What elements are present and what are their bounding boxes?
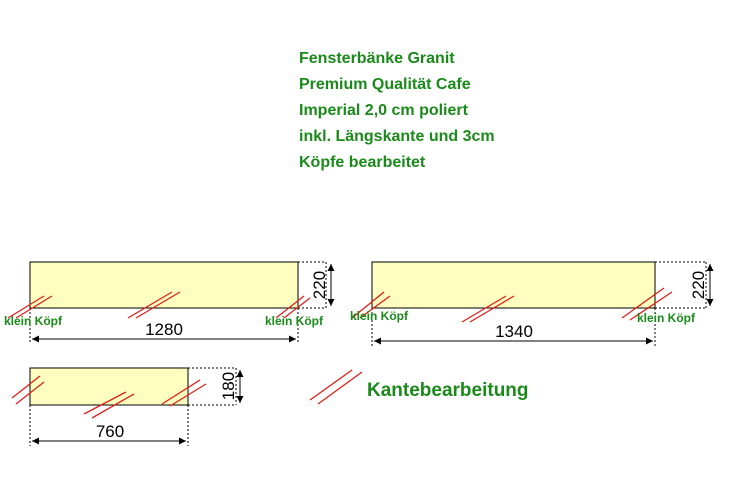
piece-1-left-label: klein Köpf [4,314,63,328]
piece-3-width-label: 180 [219,372,238,400]
piece-2-right-label: klein Köpf [637,311,696,325]
piece-2-width-label: 220 [689,271,708,299]
piece-3-length-label: 760 [96,422,124,441]
title-line-4: inkl. Längskante und 3cm [299,128,495,145]
piece-3: 180 760 [11,367,244,446]
piece-2-left-label: klein Köpf [350,309,409,323]
piece-1: 220 1280 klein Köpf klein Köpf [4,261,335,344]
piece-2-edge-marks [351,287,673,323]
title-block: Fensterbänke Granit Premium Qualität Caf… [299,46,495,176]
title-line-5: Köpfe bearbeitet [299,154,426,171]
legend: Kantebearbeitung [309,369,529,405]
piece-3-edge-marks [11,375,207,419]
title-line-3: Imperial 2,0 cm poliert [299,102,468,119]
piece-2-slab [371,261,656,309]
title-line-2: Premium Qualität Cafe [299,76,471,93]
piece-2-length-label: 1340 [495,322,533,341]
legend-label: Kantebearbeitung [367,380,529,401]
piece-1-length-label: 1280 [145,320,183,339]
piece-1-slab [29,261,299,309]
piece-1-right-label: klein Köpf [265,314,324,328]
piece-2: 220 1340 klein Köpf klein Köpf [350,261,714,346]
double-slash-edge-icon [309,369,363,405]
piece-1-width-label: 220 [310,271,329,299]
piece-3-slab [29,367,189,406]
piece-1-edge-marks [7,291,311,319]
title-line-1: Fensterbänke Granit [299,50,455,67]
